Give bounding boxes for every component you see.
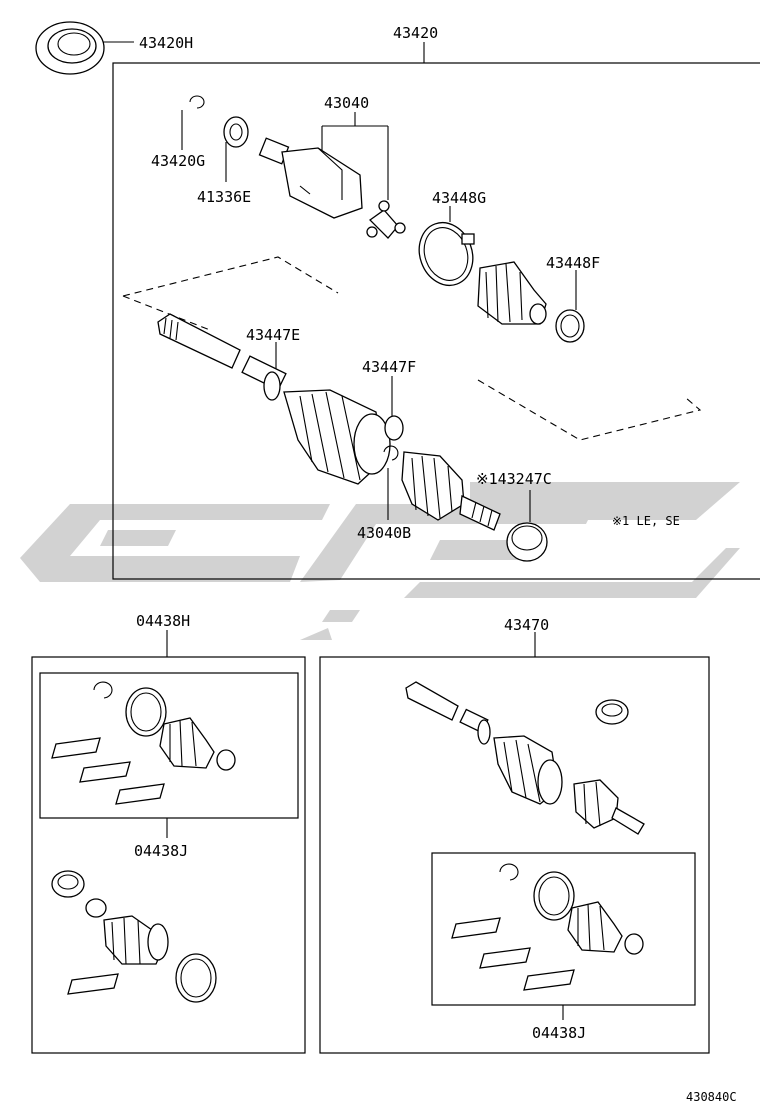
label-04438J-right: 04438J <box>532 1024 586 1042</box>
kit-04438J-left-parts <box>51 681 236 805</box>
note-le-se: ※1 LE, SE <box>612 514 680 528</box>
inboard-joint-43040 <box>258 137 406 239</box>
oil-seal-43420H <box>35 21 105 75</box>
label-43420G: 43420G <box>151 152 205 170</box>
small-clamp-43448F <box>555 309 585 343</box>
kit-04438J-right-parts <box>451 863 644 991</box>
label-43040: 43040 <box>324 94 369 112</box>
label-43247C: ※143247C <box>476 470 552 488</box>
kit-04438H-frame <box>31 656 306 1054</box>
label-43447E: 43447E <box>246 326 300 344</box>
clamp-43447F <box>384 415 404 441</box>
label-04438J-left: 04438J <box>134 842 188 860</box>
label-41336E: 41336E <box>197 188 251 206</box>
label-43420: 43420 <box>393 24 438 42</box>
dashed-boundary-top <box>122 256 339 297</box>
brand-logo-watermark <box>20 482 740 640</box>
boot-clamp-43448G <box>418 221 475 287</box>
label-04438H: 04438H <box>136 612 190 630</box>
kit-04438H-parts <box>51 870 217 1003</box>
assembly-43470-frame <box>319 656 710 1054</box>
clamp-43447E <box>263 371 281 401</box>
label-43447F: 43447F <box>362 358 416 376</box>
label-43420H: 43420H <box>139 34 193 52</box>
dashed-boundary-right <box>477 379 702 441</box>
kit-04438J-left-frame <box>39 672 299 819</box>
snap-ring-43420G <box>189 95 205 109</box>
label-43470: 43470 <box>504 616 549 634</box>
label-43448G: 43448G <box>432 189 486 207</box>
assembly-43420-frame <box>112 62 760 580</box>
bushing-41336E <box>223 116 249 148</box>
label-43448F: 43448F <box>546 254 600 272</box>
snap-ring-43040B <box>383 445 399 461</box>
figure-code: 430840C <box>686 1090 737 1104</box>
dashed-boundary-left <box>122 295 211 331</box>
drive-shaft-43470 <box>405 681 645 835</box>
drive-shaft-43420 <box>157 313 501 531</box>
label-43040B: 43040B <box>357 524 411 542</box>
abs-ring-43247C <box>506 522 548 562</box>
inboard-boot <box>477 261 547 325</box>
